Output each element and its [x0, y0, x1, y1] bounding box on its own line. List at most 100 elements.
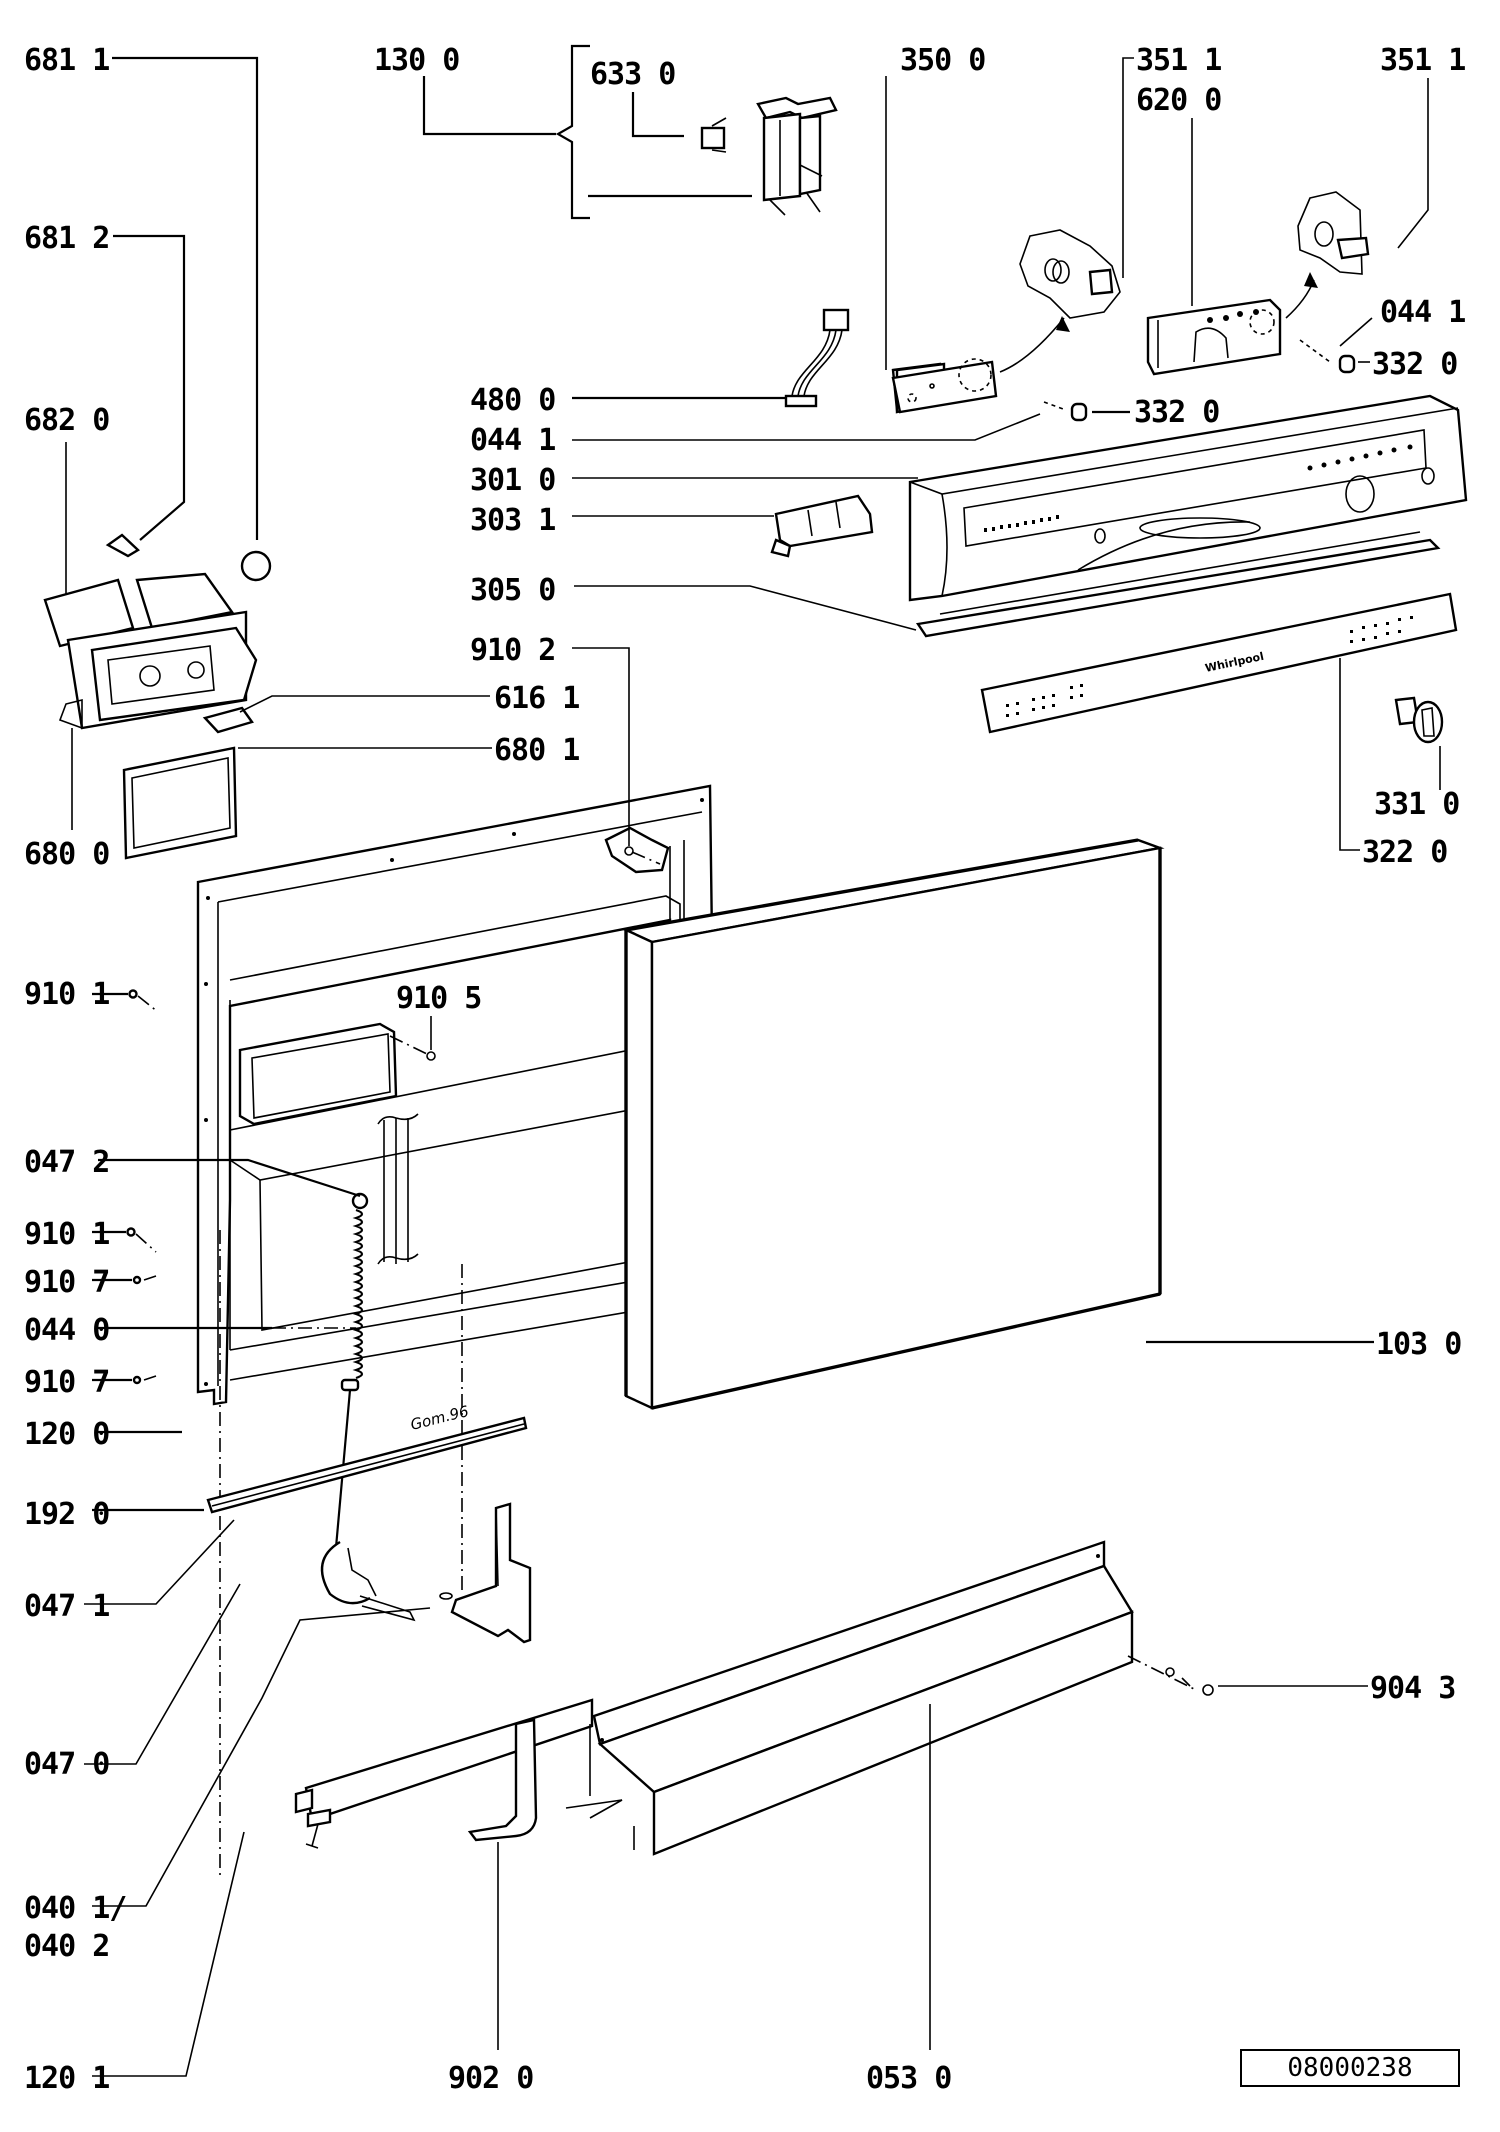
part-label[interactable]: 301 0: [470, 463, 556, 498]
part-label[interactable]: 680 0: [24, 837, 110, 872]
part-label[interactable]: 633 0: [590, 57, 676, 92]
part-label[interactable]: 350 0: [900, 43, 986, 78]
part-label[interactable]: 192 0: [24, 1497, 110, 1532]
callout-332-0-upper: 332 0: [1358, 347, 1458, 382]
callout-130-0: 130 0: [374, 43, 590, 220]
screw-set-904-3[interactable]: [1127, 1655, 1214, 1696]
part-label[interactable]: 332 0: [1134, 395, 1220, 430]
callout-902-0: 902 0: [448, 1842, 534, 2096]
control-panel-301-0[interactable]: [908, 394, 1468, 602]
part-label[interactable]: 680 1: [494, 733, 580, 768]
part-label[interactable]: 130 0: [374, 43, 460, 78]
seal-ring-681-1[interactable]: [240, 550, 272, 582]
part-label[interactable]: 682 0: [24, 403, 110, 438]
lid-knob-681-2[interactable]: [105, 533, 140, 558]
part-label[interactable]: 910 5: [396, 981, 482, 1016]
door-spring-044-0[interactable]: [332, 1192, 369, 1571]
door-lock-assembly-130-0[interactable]: [756, 96, 838, 216]
part-label[interactable]: 681 2: [24, 221, 110, 256]
part-label[interactable]: 044 1: [470, 423, 556, 458]
callout-680-0: 680 0: [24, 728, 110, 872]
part-label[interactable]: 620 0: [1136, 83, 1222, 118]
callout-332-0-middle: 332 0: [1092, 395, 1220, 430]
callout-303-1: 303 1: [470, 503, 774, 538]
part-label[interactable]: 910 7: [24, 1365, 110, 1400]
door-seal-192-0[interactable]: Gom.96: [206, 1402, 528, 1514]
part-label[interactable]: 305 0: [470, 573, 556, 608]
part-label[interactable]: 322 0: [1362, 835, 1448, 870]
callout-047-2: 047 2: [24, 1145, 361, 1198]
callout-480-0: 480 0: [470, 383, 786, 418]
wiring-harness-480-0[interactable]: [784, 308, 850, 408]
callout-680-1: 680 1: [238, 733, 580, 768]
screw-910-1-b[interactable]: [126, 1227, 136, 1237]
hinge-bracket-910-2[interactable]: [604, 826, 670, 874]
part-label[interactable]: 040 2: [24, 1929, 110, 1964]
part-label[interactable]: 910 1: [24, 1217, 110, 1252]
part-label[interactable]: 904 3: [1370, 1671, 1456, 1706]
callout-910-7-lower: 910 7: [24, 1365, 157, 1400]
button-cap-332-0-b[interactable]: [1070, 402, 1088, 422]
button-cap-332-0[interactable]: [1338, 354, 1356, 374]
detergent-dispenser-680-0[interactable]: [43, 572, 258, 730]
part-label[interactable]: 047 2: [24, 1145, 110, 1180]
panel-trim-strip-305-0[interactable]: [915, 531, 1441, 638]
callout-305-0: 305 0: [470, 573, 917, 631]
part-label[interactable]: 303 1: [470, 503, 556, 538]
lower-door-trim-120-1[interactable]: [294, 1698, 594, 1849]
callout-350-0: 350 0: [885, 43, 986, 370]
part-label[interactable]: 332 0: [1372, 347, 1458, 382]
bracket-902-0[interactable]: [467, 1718, 538, 1842]
screw-910-7[interactable]: [132, 1275, 142, 1285]
part-label[interactable]: 044 1: [1380, 295, 1466, 330]
dispenser-latch-616-1[interactable]: [202, 706, 254, 734]
callout-904-3: 904 3: [1218, 1671, 1456, 1706]
callout-044-1-middle: 044 1: [470, 413, 1041, 458]
callout-047-0: 047 0: [24, 1583, 241, 1782]
part-label[interactable]: 910 7: [24, 1265, 110, 1300]
part-label[interactable]: 351 1: [1136, 43, 1222, 78]
part-label[interactable]: 616 1: [494, 681, 580, 716]
callout-053-0: 053 0: [866, 1704, 952, 2096]
part-label[interactable]: 044 0: [24, 1313, 110, 1348]
callout-047-1: 047 1: [24, 1519, 235, 1624]
part-label[interactable]: 681 1: [24, 43, 110, 78]
part-label[interactable]: 103 0: [1376, 1327, 1462, 1362]
part-label[interactable]: 040 1/: [24, 1891, 127, 1926]
dispenser-gasket-680-1[interactable]: [122, 746, 238, 860]
part-label[interactable]: 351 1: [1380, 43, 1466, 78]
part-label[interactable]: 053 0: [866, 2061, 952, 2096]
callout-301-0: 301 0: [470, 463, 918, 498]
part-label[interactable]: 120 0: [24, 1417, 110, 1452]
callout-681-2: 681 2: [24, 221, 186, 541]
kick-plate-053-0[interactable]: [592, 1540, 1134, 1856]
screw-910-7-b[interactable]: [132, 1375, 142, 1385]
control-fascia-322-0[interactable]: Whirlpool: [980, 592, 1458, 734]
spring-044-1-b[interactable]: [1043, 401, 1067, 411]
outer-door-panel-103-0[interactable]: [622, 838, 1165, 1410]
part-label[interactable]: 331 0: [1374, 787, 1460, 822]
spring-044-1[interactable]: [1299, 339, 1331, 363]
callout-910-2: 910 2: [470, 633, 630, 846]
callout-351-1-left: 351 1: [1122, 43, 1222, 278]
part-label[interactable]: 910 2: [470, 633, 556, 668]
electronic-module-350-0[interactable]: [891, 358, 998, 414]
programmer-620-0[interactable]: [1146, 298, 1282, 376]
door-hinge-040[interactable]: [439, 1502, 532, 1644]
arrow-head-icon: [1056, 316, 1070, 332]
programmer-knob-331-0[interactable]: [1394, 696, 1444, 744]
callout-351-1-right: 351 1: [1380, 43, 1466, 249]
screw-910-1[interactable]: [128, 989, 138, 999]
part-label[interactable]: 047 1: [24, 1589, 110, 1624]
door-rail: [377, 1113, 419, 1265]
callout-322-0: 322 0: [1339, 658, 1448, 870]
part-label[interactable]: 480 0: [470, 383, 556, 418]
callout-616-1: 616 1: [239, 681, 580, 716]
part-label[interactable]: 902 0: [448, 2061, 534, 2096]
cable-pulley-047-0[interactable]: [320, 1540, 416, 1622]
door-handle-303-1[interactable]: [770, 494, 874, 558]
callout-620-0: 620 0: [1136, 83, 1222, 306]
microswitch-633-0[interactable]: [700, 117, 727, 153]
part-label[interactable]: 120 1: [24, 2061, 110, 2096]
